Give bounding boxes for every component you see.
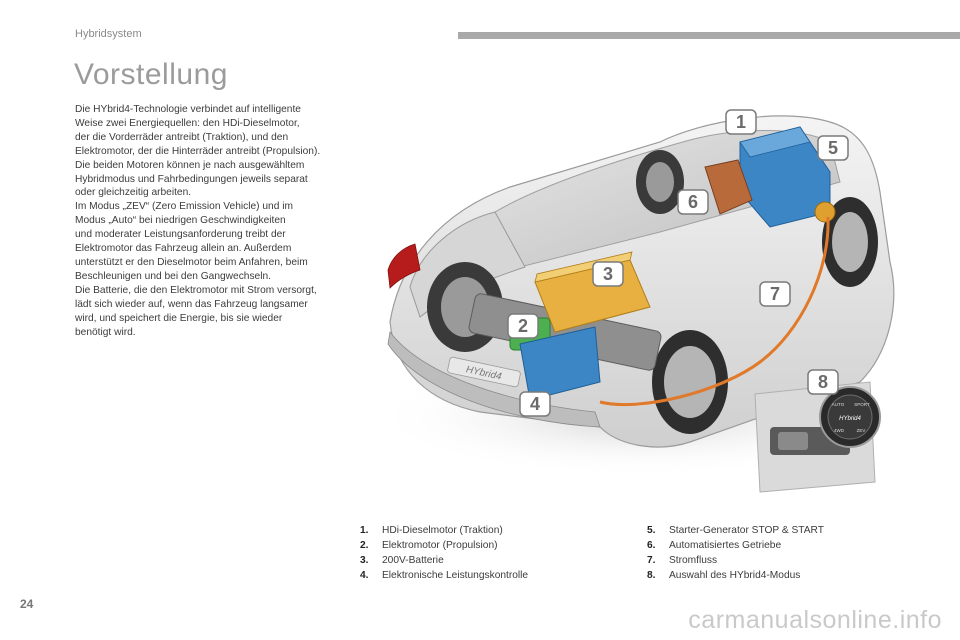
svg-text:5: 5 — [828, 138, 838, 158]
legend-number: 2. — [360, 540, 369, 551]
legend-number: 4. — [360, 570, 369, 581]
intro-line: Beschleunigen und bei den Gangwechseln. — [75, 270, 271, 282]
mode-selector-inset: AUTO SPORT HYbrid4 4WD ZEV — [754, 381, 881, 493]
intro-line: und moderater Leistungsanforderung treib… — [75, 229, 286, 241]
legend-item: 2. Elektromotor (Propulsion) — [360, 538, 528, 553]
legend-text: Starter-Generator STOP & START — [669, 525, 824, 536]
intro-line: benötigt wird. — [75, 326, 136, 338]
intro-line: wird, und speichert die Energie, bis sie… — [75, 312, 283, 324]
power-electronics — [519, 326, 601, 401]
selector-label-auto: AUTO — [832, 402, 845, 407]
callout-7: 7 — [759, 281, 791, 307]
intro-line: oder gleichzeitig arbeiten. — [75, 187, 192, 199]
svg-text:1: 1 — [736, 112, 746, 132]
legend-right: 5. Starter-Generator STOP & START 6. Aut… — [647, 523, 824, 583]
legend-number: 1. — [360, 525, 369, 536]
legend-item: 8. Auswahl des HYbrid4-Modus — [647, 568, 824, 583]
svg-text:2: 2 — [518, 316, 528, 336]
callout-1: 1 — [725, 109, 757, 135]
selector-center-label: HYbrid4 — [839, 416, 861, 422]
rear-right-wheel — [652, 330, 728, 434]
svg-text:7: 7 — [770, 284, 780, 304]
callout-3: 3 — [592, 261, 624, 287]
legend-text: 200V-Batterie — [382, 555, 444, 566]
intro-line: der die Vorderräder antreibt (Traktion),… — [75, 131, 289, 143]
legend-number: 8. — [647, 570, 656, 581]
legend-item: 6. Automatisiertes Getriebe — [647, 538, 824, 553]
hybrid4-badge: HYbrid4 — [447, 356, 521, 388]
legend-text: Auswahl des HYbrid4-Modus — [669, 570, 801, 581]
selector-label-sport: SPORT — [854, 402, 870, 407]
intro-line: Die Batterie, die den Elektromotor mit S… — [75, 284, 317, 296]
legend-item: 3. 200V-Batterie — [360, 553, 528, 568]
legend-text: Elektromotor (Propulsion) — [382, 540, 498, 551]
legend-number: 5. — [647, 525, 656, 536]
legend-number: 3. — [360, 555, 369, 566]
svg-text:6: 6 — [688, 192, 698, 212]
page-number: 24 — [20, 597, 34, 611]
legend-item: 7. Stromfluss — [647, 553, 824, 568]
legend-item: 5. Starter-Generator STOP & START — [647, 523, 824, 538]
intro-line: Modus „Auto“ bei niedrigen Geschwindigke… — [75, 215, 286, 227]
intro-line: unterstützt er den Dieselmotor beim Anfa… — [75, 256, 308, 268]
intro-line: Hybridmodus und Fahrbedingungen jeweils … — [75, 173, 308, 185]
intro-line: Die beiden Motoren können je nach ausgew… — [75, 159, 305, 171]
callout-6: 6 — [677, 189, 709, 215]
intro-line: Im Modus „ZEV“ (Zero Emission Vehicle) u… — [75, 201, 293, 213]
gearbox — [704, 159, 753, 215]
legend-item: 1. HDi-Dieselmotor (Traktion) — [360, 523, 528, 538]
svg-text:8: 8 — [818, 372, 828, 392]
front-left-wheel — [636, 150, 684, 214]
legend-text: HDi-Dieselmotor (Traktion) — [382, 525, 503, 536]
callout-5: 5 — [817, 135, 849, 161]
intro-line: Elektromotor, der die Hinterräder antrei… — [75, 145, 321, 157]
header-bar — [458, 32, 960, 39]
selector-label-4wd: 4WD — [834, 428, 845, 433]
intro-text: Die HYbrid4-Technologie verbindet auf in… — [75, 103, 350, 339]
intro-line: Die HYbrid4-Technologie verbindet auf in… — [75, 104, 301, 115]
intro-line: Elektromotor das Fahrzeug allein an. Auß… — [75, 243, 292, 255]
legend-text: Stromfluss — [669, 555, 718, 566]
callout-8: 8 — [807, 369, 839, 395]
svg-text:3: 3 — [603, 264, 613, 284]
intro-line: lädt sich wieder auf, wenn das Fahrzeug … — [75, 298, 308, 310]
legend-text: Automatisiertes Getriebe — [669, 540, 782, 551]
callout-2: 2 — [507, 313, 539, 339]
watermark: carmanualsonline.info — [688, 606, 942, 634]
legend-number: 6. — [647, 540, 656, 551]
front-right-wheel — [822, 197, 878, 287]
svg-text:4: 4 — [530, 394, 540, 414]
callout-4: 4 — [519, 391, 551, 417]
legend-item: 4. Elektronische Leistungskontrolle — [360, 568, 528, 583]
hybrid-car-illustration: HYbrid4 AUTO SPORT HYbrid4 4WD ZEV — [370, 109, 910, 493]
page-title: Vorstellung — [74, 58, 228, 91]
legend-number: 7. — [647, 555, 656, 566]
starter-generator — [814, 201, 836, 223]
selector-label-zev: ZEV — [857, 428, 866, 433]
section-label: Hybridsystem — [75, 28, 142, 40]
intro-line: Weise zwei Energiequellen: den HDi-Diese… — [75, 117, 300, 129]
power-flow-line — [599, 216, 830, 407]
legend-text: Elektronische Leistungskontrolle — [382, 570, 529, 581]
legend-left: 1. HDi-Dieselmotor (Traktion) 2. Elektro… — [360, 523, 528, 583]
